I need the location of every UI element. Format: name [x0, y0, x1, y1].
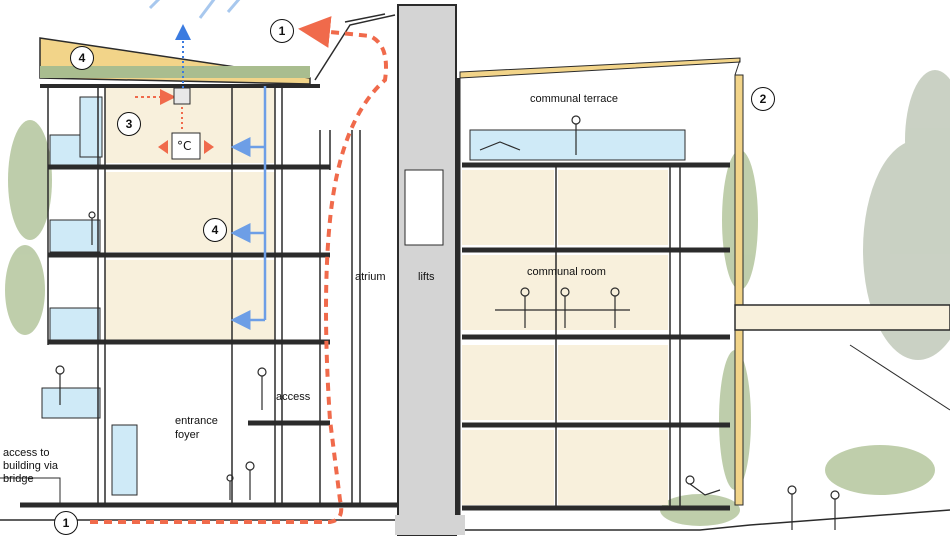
heat-arrow-right [204, 140, 214, 154]
marker-1-bottom: 1 [54, 511, 78, 535]
label-atrium: atrium [355, 271, 386, 283]
label-communal-room: communal room [527, 266, 606, 278]
rain-strokes [148, 0, 241, 19]
atrium-walls [329, 130, 361, 505]
label-access-to: access to [3, 447, 50, 459]
label-access: access [276, 391, 311, 403]
marker-4-wall: 4 [203, 218, 227, 242]
label-building-via: building via [3, 460, 59, 472]
label-lifts: lifts [418, 271, 435, 283]
balcony-glass [41, 96, 138, 496]
left-slabs [20, 164, 400, 508]
roof [39, 37, 320, 88]
marker-4-roof: 4 [70, 46, 94, 70]
bridge-entry-outline [0, 477, 61, 505]
cool-air-riser [230, 86, 267, 330]
vent-cowl [314, 13, 396, 81]
label-entrance: entrance [175, 415, 218, 427]
right-columns [555, 165, 681, 508]
lift-core [397, 4, 457, 536]
right-slabs [455, 78, 730, 535]
sensor-box [173, 87, 191, 105]
heat-arrow-left [158, 140, 168, 154]
thermostat-label: °C [177, 139, 192, 153]
marker-2: 2 [751, 87, 775, 111]
people-sketches [55, 115, 840, 530]
label-communal-terrace: communal terrace [530, 93, 619, 105]
right-building [459, 57, 741, 505]
label-bridge: bridge [3, 473, 34, 485]
thermostat-box [171, 132, 201, 160]
bridge [734, 304, 950, 411]
left-columns [47, 86, 321, 505]
marker-1-top: 1 [270, 19, 294, 43]
ground [0, 509, 950, 535]
marker-3: 3 [117, 112, 141, 136]
label-foyer: foyer [175, 429, 200, 441]
timber-screen [734, 59, 744, 506]
